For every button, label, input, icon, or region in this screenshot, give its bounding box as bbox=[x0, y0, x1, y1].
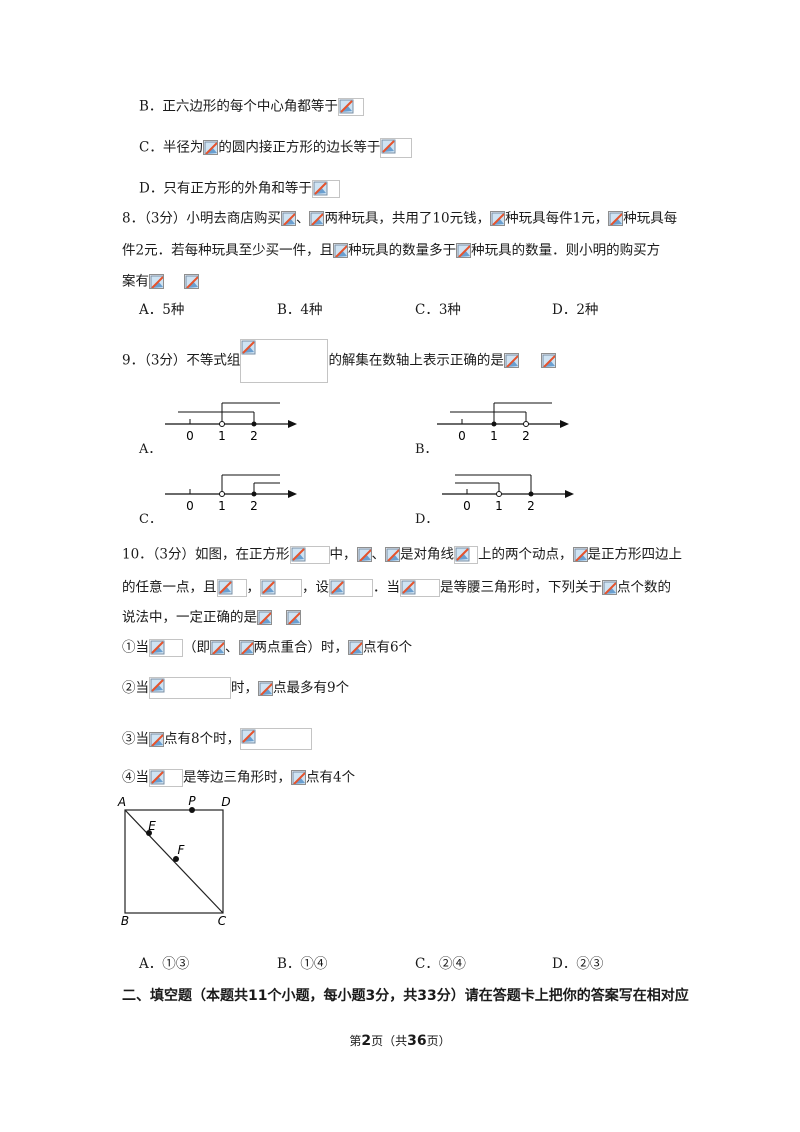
q10-line-2: 的任意一点，且，，设．当是等腰三角形时，下列关于点个数的 bbox=[122, 578, 671, 597]
choice-d[interactable]: D．2种 bbox=[552, 302, 599, 318]
choice-b[interactable]: B．4种 bbox=[277, 302, 323, 318]
label-d: D bbox=[221, 795, 230, 809]
formula-image-icon bbox=[149, 274, 164, 289]
formula-image-icon bbox=[309, 211, 325, 226]
q8-line-3: 案有 bbox=[122, 271, 199, 292]
page-footer: 第2页（共36页） bbox=[349, 1033, 451, 1049]
formula-image-icon bbox=[149, 638, 183, 657]
formula-image-icon bbox=[456, 243, 472, 258]
page-number: 2 bbox=[361, 1033, 372, 1049]
label-f: F bbox=[178, 843, 186, 857]
tick-1: 1 bbox=[218, 499, 226, 513]
formula-image-icon bbox=[572, 547, 588, 562]
q8-line-2: 件2元．若每种玩具至少买一件，且种玩具的数量多于种玩具的数量．则小明的购买方 bbox=[122, 242, 661, 259]
formula-image-icon bbox=[380, 137, 413, 158]
choice-a[interactable]: A．①③ bbox=[139, 956, 190, 972]
formula-image-icon bbox=[258, 680, 273, 696]
option-d-label[interactable]: D． bbox=[415, 512, 439, 527]
q7-option-c: C．半径为的圆内接正方形的边长等于 bbox=[139, 137, 413, 158]
formula-image-icon bbox=[454, 545, 479, 564]
tick-2: 2 bbox=[250, 499, 258, 513]
option-b-label[interactable]: B． bbox=[415, 442, 438, 457]
tick-0: 0 bbox=[458, 429, 466, 443]
tick-1: 1 bbox=[490, 429, 498, 443]
choice-c[interactable]: C．②④ bbox=[415, 956, 466, 972]
formula-image-icon bbox=[240, 728, 313, 750]
label-p: P bbox=[188, 794, 196, 808]
formula-image-icon bbox=[329, 578, 373, 597]
formula-image-icon bbox=[203, 140, 219, 155]
formula-image-icon bbox=[149, 677, 231, 699]
formula-image-icon bbox=[385, 547, 401, 562]
tick-0: 0 bbox=[463, 499, 471, 513]
label-b: B bbox=[121, 914, 129, 928]
q10-statement-1: ①当（即、两点重合）时，点有6个 bbox=[122, 638, 413, 657]
option-a-label[interactable]: A． bbox=[139, 442, 162, 457]
square-figure: A P D E F B C bbox=[117, 794, 231, 928]
tick-1: 1 bbox=[218, 429, 226, 443]
tick-0: 0 bbox=[186, 499, 194, 513]
label-c: C bbox=[218, 914, 227, 928]
choice-c[interactable]: C．3种 bbox=[415, 302, 461, 318]
formula-image-icon bbox=[149, 731, 164, 747]
number-line-c: 0 1 2 bbox=[165, 474, 297, 513]
tick-2: 2 bbox=[250, 429, 258, 443]
formula-image-icon bbox=[257, 610, 272, 625]
formula-image-icon bbox=[311, 179, 340, 198]
formula-image-icon bbox=[280, 211, 296, 226]
number-line-a: 0 1 2 bbox=[165, 402, 297, 443]
formula-image-icon bbox=[149, 768, 183, 787]
formula-image-icon bbox=[348, 640, 363, 655]
formula-image-icon bbox=[240, 338, 329, 383]
formula-image-icon bbox=[333, 243, 349, 258]
formula-image-icon bbox=[540, 353, 556, 368]
formula-image-icon bbox=[286, 610, 301, 625]
tick-0: 0 bbox=[186, 429, 194, 443]
total-pages: 36 bbox=[407, 1033, 427, 1049]
formula-image-icon bbox=[184, 274, 199, 289]
q10-statement-2: ②当时，点最多有9个 bbox=[122, 677, 349, 699]
label-a: A bbox=[117, 795, 126, 809]
formula-image-icon bbox=[216, 578, 247, 597]
q10-line-1: 10．（3分）如图，在正方形中，、是对角线上的两个动点，是正方形四边上 bbox=[122, 545, 683, 564]
formula-image-icon bbox=[260, 578, 302, 597]
q7-option-b: B．正六边形的每个中心角都等于 bbox=[139, 96, 364, 117]
number-line-d: 0 1 2 bbox=[442, 474, 574, 513]
q8-choices: A．5种 B．4种 C．3种 D．2种 bbox=[0, 300, 800, 320]
formula-image-icon bbox=[608, 211, 624, 226]
formula-image-icon bbox=[356, 547, 372, 562]
tick-2: 2 bbox=[527, 499, 535, 513]
formula-image-icon bbox=[337, 97, 364, 116]
formula-image-icon bbox=[503, 353, 519, 368]
label-e: E bbox=[148, 819, 156, 833]
choice-b[interactable]: B．①④ bbox=[277, 956, 328, 972]
q8-line-1: 8．（3分）小明去商店购买、两种玩具，共用了10元钱，种玩具每件1元，种玩具每 bbox=[122, 210, 678, 227]
formula-image-icon bbox=[238, 640, 254, 655]
number-line-b: 0 1 2 bbox=[437, 402, 569, 443]
formula-image-icon bbox=[210, 640, 225, 655]
section-2-heading: 二、填空题（本题共11个小题，每小题3分，共33分）请在答题卡上把你的答案写在相… bbox=[122, 988, 689, 1004]
formula-image-icon bbox=[490, 211, 506, 226]
q10-choices: A．①③ B．①④ C．②④ D．②③ bbox=[0, 954, 800, 974]
formula-image-icon bbox=[291, 770, 306, 785]
tick-1: 1 bbox=[495, 499, 503, 513]
q9-stem: 9．（3分）不等式组的解集在数轴上表示正确的是 bbox=[122, 338, 556, 383]
option-c-label[interactable]: C． bbox=[139, 512, 162, 527]
q7-option-d: D．只有正方形的外角和等于 bbox=[139, 178, 340, 199]
formula-image-icon bbox=[400, 578, 440, 597]
choice-d[interactable]: D．②③ bbox=[552, 956, 604, 972]
formula-image-icon bbox=[289, 545, 330, 564]
q10-line-3: 说法中，一定正确的是 bbox=[122, 607, 301, 628]
tick-2: 2 bbox=[522, 429, 530, 443]
q10-statement-3: ③当点有8个时， bbox=[122, 728, 313, 750]
q10-statement-4: ④当是等边三角形时，点有4个 bbox=[122, 768, 356, 787]
choice-a[interactable]: A．5种 bbox=[139, 302, 185, 318]
formula-image-icon bbox=[602, 580, 617, 595]
